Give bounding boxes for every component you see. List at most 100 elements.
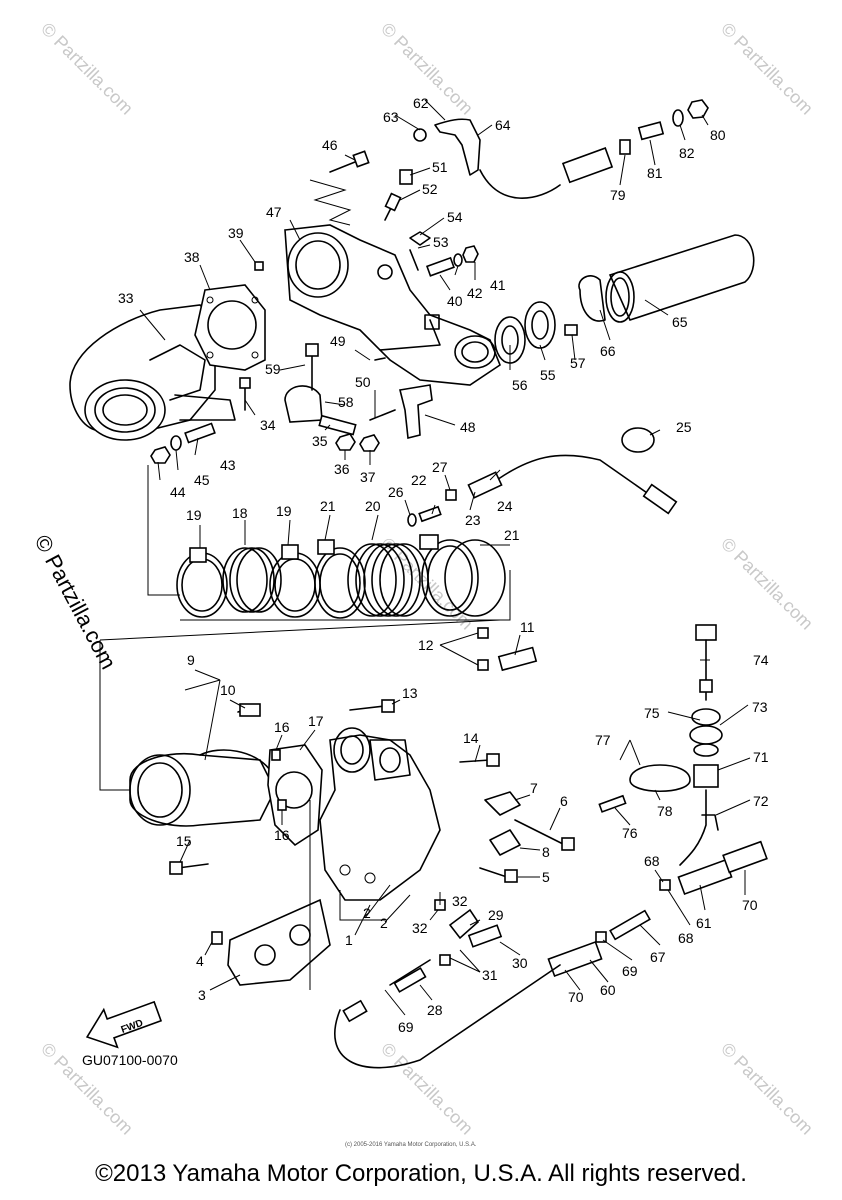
- callout-44: 44: [170, 484, 186, 500]
- callout-82: 82: [679, 145, 695, 161]
- callout-51: 51: [432, 159, 448, 175]
- hoses-28-32: [389, 899, 503, 993]
- callout-16: 16: [274, 719, 290, 735]
- hoses-60-70: [334, 840, 768, 1069]
- callout-29: 29: [488, 907, 504, 923]
- callout-numbers: 1 2 2 3 4 5 6 7 8 9 10 11 12 13 14 15 16…: [118, 95, 769, 1035]
- callout-41: 41: [490, 277, 506, 293]
- callout-60: 60: [600, 982, 616, 998]
- callout-35: 35: [312, 433, 328, 449]
- callout-2: 2: [363, 905, 371, 921]
- callout-43: 43: [220, 457, 236, 473]
- callout-76: 76: [622, 825, 638, 841]
- callout-23: 23: [465, 512, 481, 528]
- bracket-48: [369, 357, 433, 439]
- callout-1: 1: [345, 932, 353, 948]
- callout-68: 68: [644, 853, 660, 869]
- callout-13: 13: [402, 685, 418, 701]
- diagram-code: GU07100-0070: [82, 1052, 178, 1068]
- gasket-38: [194, 284, 266, 371]
- gaskets-55-56: [494, 301, 578, 364]
- callout-11: 11: [520, 619, 535, 635]
- callout-21: 21: [320, 498, 336, 514]
- studs-43-45: [150, 422, 216, 464]
- pin-16b: [277, 799, 287, 811]
- callout-81: 81: [647, 165, 663, 181]
- callout-62: 62: [413, 95, 429, 111]
- callout-16: 16: [274, 827, 290, 843]
- callout-78: 78: [657, 803, 673, 819]
- callout-55: 55: [540, 367, 556, 383]
- studs-40-42: [425, 245, 479, 277]
- callout-27: 27: [432, 459, 448, 475]
- bolt-46: [329, 150, 370, 173]
- callout-68: 68: [678, 930, 694, 946]
- callout-56: 56: [512, 377, 528, 393]
- callout-21: 21: [504, 527, 520, 543]
- bracket-58: [284, 343, 323, 423]
- clamps-and-bellows: [176, 534, 506, 619]
- callout-73: 73: [752, 699, 768, 715]
- callout-64: 64: [495, 117, 511, 133]
- callout-65: 65: [672, 314, 688, 330]
- pin-16a: [271, 749, 281, 761]
- callout-10: 10: [220, 682, 236, 698]
- watermark-side: © Partzilla.com: [30, 531, 122, 674]
- parts-5-8: [479, 791, 575, 883]
- callout-24: 24: [497, 498, 513, 514]
- pin-39: [254, 261, 264, 271]
- leader-lines: [139, 99, 751, 1016]
- callout-50: 50: [355, 374, 371, 390]
- callout-74: 74: [753, 652, 769, 668]
- callout-57: 57: [570, 355, 586, 371]
- callout-70: 70: [568, 989, 584, 1005]
- top-assembly: [69, 99, 755, 619]
- callout-46: 46: [322, 137, 338, 153]
- exhaust-chamber-47: [284, 224, 501, 386]
- callout-14: 14: [463, 730, 479, 746]
- watermark-top-left: © Partzilla.com: [37, 19, 137, 119]
- callout-80: 80: [710, 127, 726, 143]
- callout-75: 75: [644, 705, 660, 721]
- callout-37: 37: [360, 469, 376, 485]
- callout-33: 33: [118, 290, 134, 306]
- fittings-22-27: [407, 489, 457, 527]
- callout-58: 58: [338, 394, 354, 410]
- callout-72: 72: [753, 793, 769, 809]
- watermark-top-right: © Partzilla.com: [717, 19, 817, 119]
- callout-36: 36: [334, 461, 350, 477]
- callout-5: 5: [542, 869, 550, 885]
- clamp-76-78: [598, 764, 691, 813]
- callout-38: 38: [184, 249, 200, 265]
- callout-34: 34: [260, 417, 276, 433]
- callout-63: 63: [383, 109, 399, 125]
- callout-48: 48: [460, 419, 476, 435]
- fwd-arrow-icon: FWD: [85, 1000, 163, 1049]
- callout-17: 17: [308, 713, 324, 729]
- exhaust-pipe-9: [129, 707, 276, 827]
- callout-69: 69: [622, 963, 638, 979]
- callout-31: 31: [482, 967, 498, 983]
- callout-32: 32: [412, 920, 428, 936]
- callout-53: 53: [433, 234, 449, 250]
- gasket-3: [227, 898, 331, 986]
- callout-12: 12: [418, 637, 434, 653]
- callout-4: 4: [196, 953, 204, 969]
- callout-26: 26: [388, 484, 404, 500]
- watermark-mid-right: © Partzilla.com: [717, 534, 817, 634]
- hose-24: [467, 427, 678, 515]
- callout-67: 67: [650, 949, 666, 965]
- callout-47: 47: [266, 204, 282, 220]
- callout-45: 45: [194, 472, 210, 488]
- fittings-51-54: [384, 169, 431, 271]
- callout-79: 79: [610, 187, 626, 203]
- callout-22: 22: [411, 472, 427, 488]
- callout-59: 59: [265, 361, 281, 377]
- callout-32: 32: [452, 893, 468, 909]
- watermark-bottom-center: © Partzilla.com: [377, 1039, 477, 1139]
- callout-20: 20: [365, 498, 381, 514]
- muffler-body: [69, 304, 236, 441]
- watermark-bottom-right: © Partzilla.com: [717, 1039, 817, 1139]
- callout-30: 30: [512, 955, 528, 971]
- callout-25: 25: [676, 419, 692, 435]
